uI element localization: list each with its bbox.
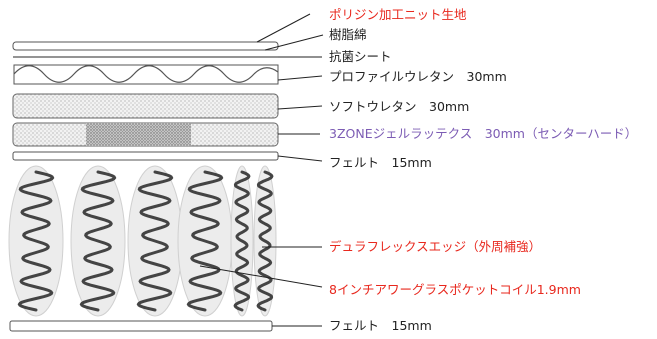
label-resin-cotton: 樹脂綿 [329, 27, 367, 42]
pocket-coil-spring [17, 170, 55, 312]
label-dura-flex-edge: デュラフレックスエッジ（外周補強） [329, 239, 542, 254]
label-antibacterial-sheet: 抗菌シート [329, 49, 392, 64]
label-polygine-knit: ポリジン加工ニット生地 [329, 7, 467, 22]
leader-lines [199, 13, 324, 327]
leader-felt-top [277, 155, 323, 162]
felt-top-layer [12, 151, 279, 161]
label-felt-bottom: フェルト 15mm [329, 318, 432, 333]
pocket-coil-section [8, 165, 277, 317]
edge-coil-spring [256, 170, 274, 312]
edge-coil-spring [233, 170, 251, 312]
polygine-knit-layer [12, 41, 279, 51]
label-soft-urethane: ソフトウレタン 30mm [329, 99, 470, 114]
felt-bottom-layer [9, 320, 273, 332]
leader-soft [277, 105, 323, 110]
leader-cotton [264, 34, 324, 51]
label-profile-urethane: プロファイルウレタン 30mm [329, 69, 507, 84]
label-zone-latex: 3ZONEジェルラッテクス 30mm（センターハード） [329, 126, 638, 141]
pocket-coil-spring [79, 170, 117, 312]
leader-coil [199, 265, 323, 288]
pocket-coil-spring [136, 170, 174, 312]
profile-urethane-wave [13, 65, 279, 83]
pocket-coil-spring [186, 170, 224, 312]
zone-latex-center-hard [86, 123, 191, 146]
soft-urethane-layer [12, 93, 279, 119]
profile-urethane-layer [13, 64, 279, 85]
leader-profile [277, 75, 323, 81]
label-felt-top: フェルト 15mm [329, 155, 432, 170]
label-pocket-coil: 8インチアワーグラスポケットコイル1.9mm [329, 282, 581, 297]
leader-polygine [256, 13, 311, 43]
